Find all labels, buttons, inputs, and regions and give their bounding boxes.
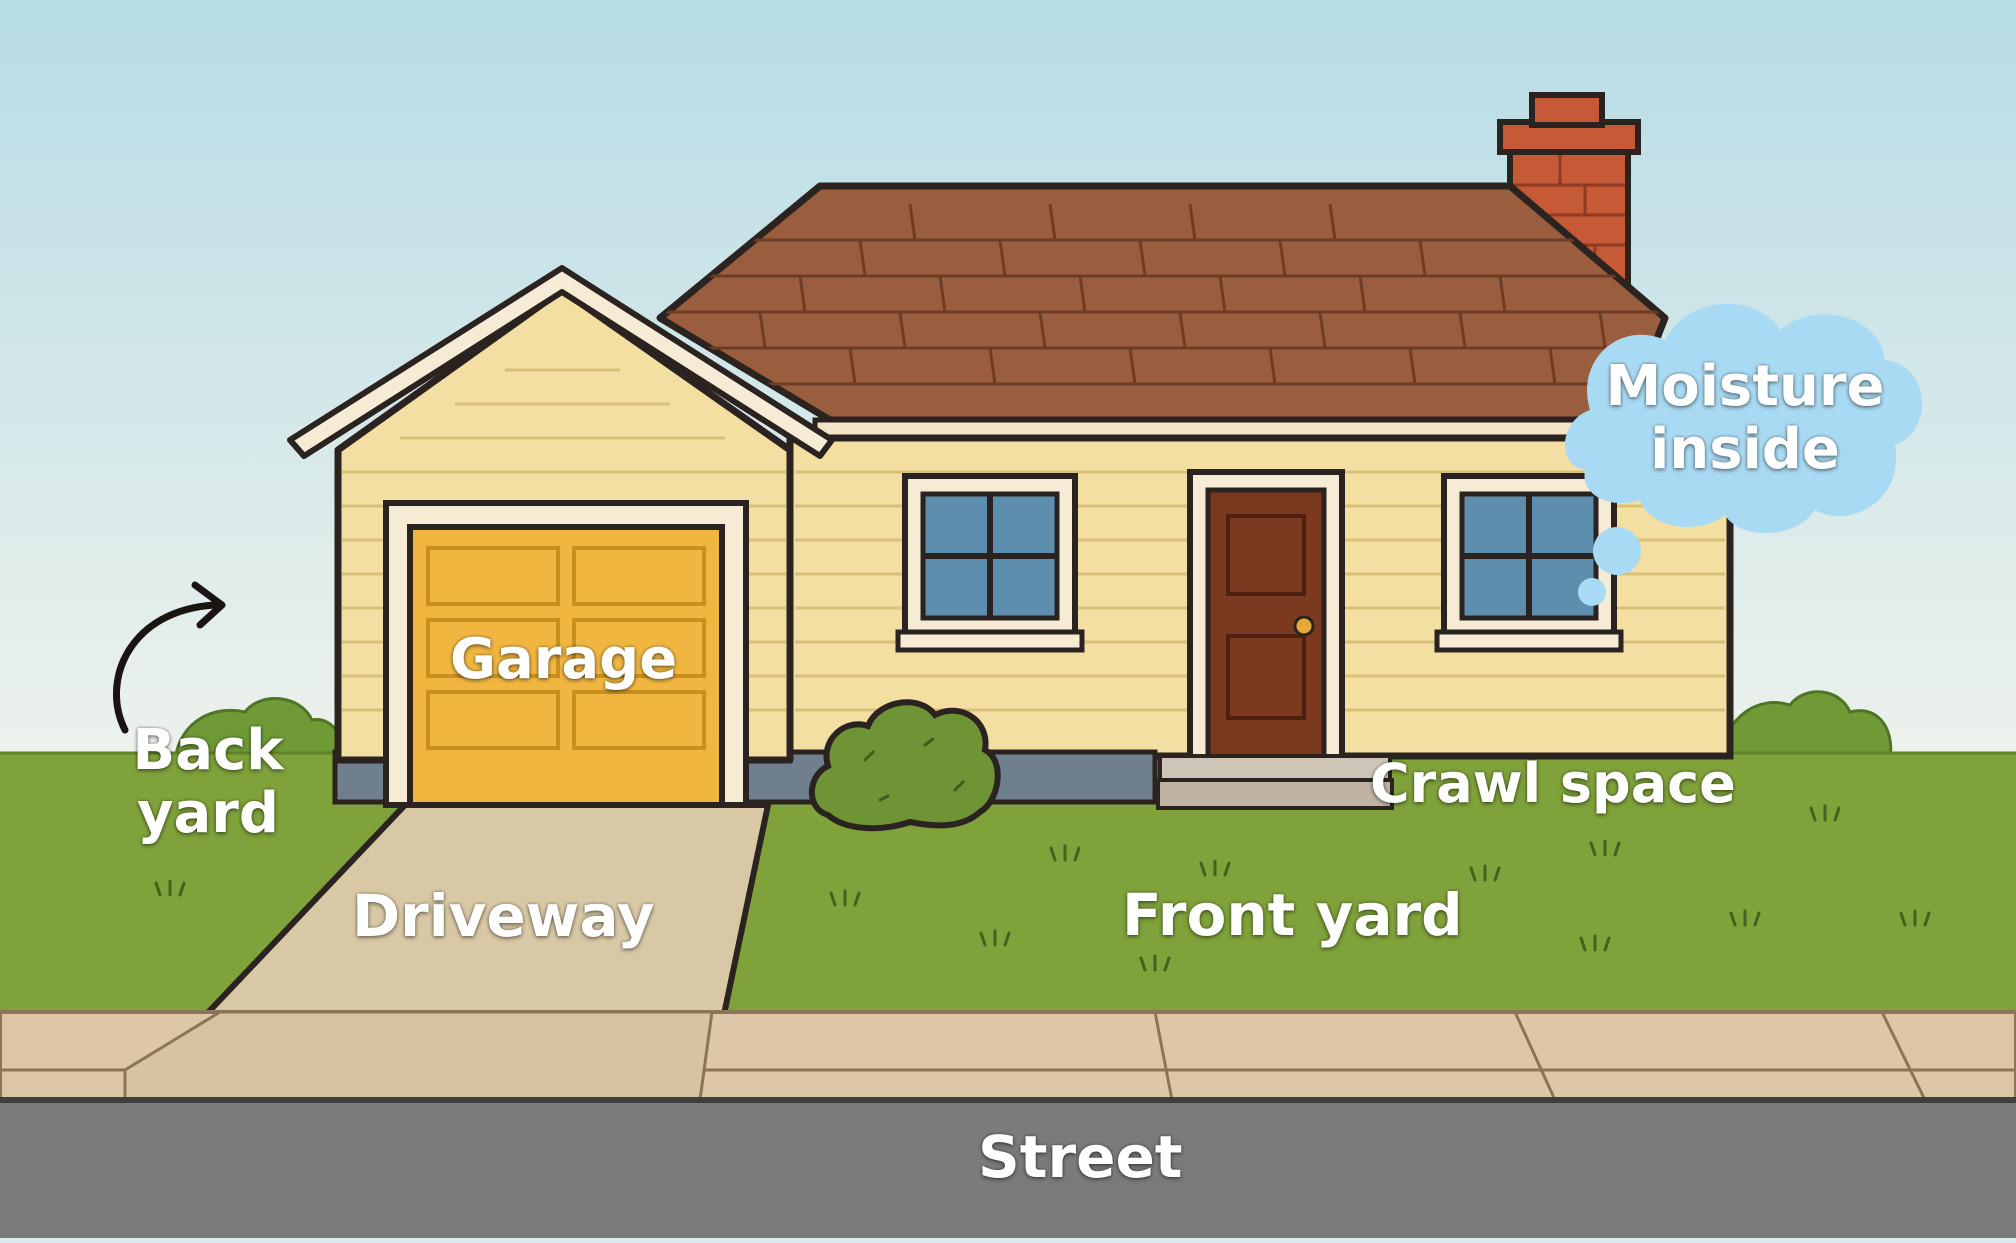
moisture-label: Moisture inside bbox=[1580, 356, 1910, 481]
moisture-label-line2: inside bbox=[1580, 419, 1910, 482]
sidewalk bbox=[0, 1012, 2016, 1100]
garage-label: Garage bbox=[450, 632, 677, 688]
street-label: Street bbox=[978, 1128, 1183, 1186]
front-door bbox=[1190, 472, 1342, 758]
left-window bbox=[898, 476, 1082, 650]
back-yard-label-line1: Back bbox=[118, 720, 298, 783]
front-yard-label: Front yard bbox=[1122, 886, 1463, 944]
back-yard-label: Back yard bbox=[118, 720, 298, 845]
right-window bbox=[1437, 476, 1621, 650]
driveway-label: Driveway bbox=[352, 887, 655, 945]
moisture-label-line1: Moisture bbox=[1580, 356, 1910, 419]
main-roof bbox=[640, 186, 1700, 438]
crawl-space-label: Crawl space bbox=[1370, 757, 1736, 811]
front-steps bbox=[1158, 756, 1392, 808]
back-yard-label-line2: yard bbox=[118, 783, 298, 846]
